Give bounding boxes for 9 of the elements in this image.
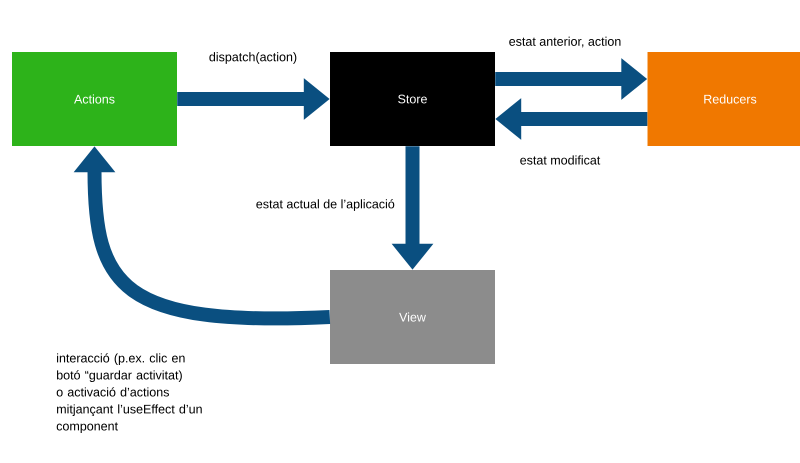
edge-label: estat actual de l’aplicació	[254, 198, 396, 212]
edge-label: estat anterior, action	[508, 36, 622, 48]
process-box: Store	[330, 52, 495, 146]
edge-label: estat modificat	[518, 154, 602, 166]
edge-label: interacció (p.ex. clic en botó “guardar activitat) o activació d’actions mitjançant l’useEffect d’un component	[55, 352, 218, 434]
edge-label: dispatch(action)	[208, 51, 298, 65]
process-box: Reducers	[648, 52, 800, 146]
process-box: Actions	[12, 52, 177, 146]
process-box: View	[330, 270, 495, 364]
